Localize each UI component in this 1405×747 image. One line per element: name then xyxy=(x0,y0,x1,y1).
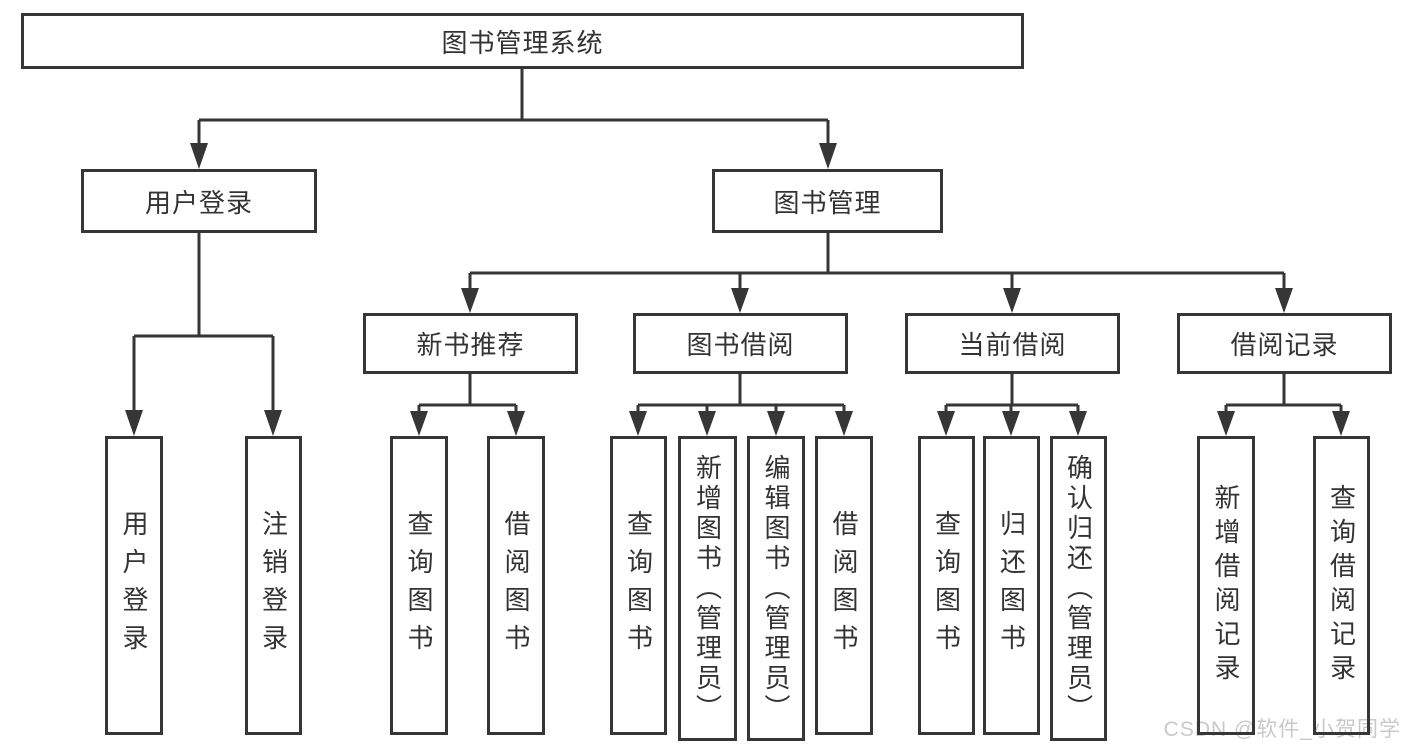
arrowhead xyxy=(264,410,282,436)
arrowhead xyxy=(190,143,208,169)
node-new-book-recommendation: 新书推荐 xyxy=(363,313,578,374)
leaf-borrow-books-recommend: 借阅图书 xyxy=(487,436,545,735)
leaf-query-books-recommend: 查询图书 xyxy=(390,436,448,735)
leaf-confirm-return-admin: 确认归还（管理员） xyxy=(1050,436,1107,741)
arrowhead xyxy=(835,411,853,436)
node-label: 新增图书（管理员） xyxy=(692,453,723,724)
node-label: 编辑图书（管理员） xyxy=(761,453,791,724)
arrowhead xyxy=(767,411,785,436)
arrowhead xyxy=(125,410,143,436)
connector-path xyxy=(132,69,1343,414)
leaf-add-book-admin: 新增图书（管理员） xyxy=(678,436,737,741)
node-user-login: 用户登录 xyxy=(81,169,317,233)
arrowhead xyxy=(461,288,479,313)
arrowhead xyxy=(698,411,716,436)
node-label: 用户登录 xyxy=(119,509,149,662)
node-current-borrowing: 当前借阅 xyxy=(905,313,1120,374)
leaf-edit-book-admin: 编辑图书（管理员） xyxy=(747,436,805,741)
arrowhead xyxy=(731,288,749,313)
arrowhead xyxy=(1003,288,1021,313)
arrowhead xyxy=(507,411,525,436)
node-label: 图书借阅 xyxy=(686,330,795,360)
leaf-logout: 注销登录 xyxy=(245,436,302,735)
node-label: 查询图书 xyxy=(931,509,962,662)
node-label: 注销登录 xyxy=(258,509,289,662)
leaf-add-borrow-record: 新增借阅记录 xyxy=(1197,436,1255,735)
node-label: 查询图书 xyxy=(404,509,434,662)
node-label: 当前借阅 xyxy=(958,330,1067,360)
leaf-borrow-books-borrowing: 借阅图书 xyxy=(815,436,873,735)
node-borrowing-records: 借阅记录 xyxy=(1177,313,1392,374)
node-label: 新增借阅记录 xyxy=(1211,483,1241,688)
arrowheads xyxy=(125,143,1350,436)
node-label: 借阅图书 xyxy=(501,509,531,662)
arrowhead xyxy=(1069,411,1087,436)
node-label: 确认归还（管理员） xyxy=(1063,453,1094,724)
arrowhead xyxy=(629,411,647,436)
leaf-query-books-borrowing: 查询图书 xyxy=(610,436,667,735)
arrowhead xyxy=(819,143,837,169)
node-label: 新书推荐 xyxy=(416,330,525,360)
arrowhead xyxy=(937,411,955,436)
node-label: 图书管理系统 xyxy=(441,27,604,58)
watermark-text: CSDN @软件_小贺同学 xyxy=(1163,718,1401,741)
leaf-user-login: 用户登录 xyxy=(105,436,163,735)
node-label: 借阅记录 xyxy=(1230,330,1339,360)
node-book-borrowing: 图书借阅 xyxy=(633,313,848,374)
node-label: 借阅图书 xyxy=(829,509,859,662)
node-label: 查询借阅记录 xyxy=(1326,483,1357,688)
arrowhead xyxy=(1002,411,1020,436)
arrowhead xyxy=(1332,411,1350,436)
arrowhead xyxy=(410,411,428,436)
leaf-query-borrow-record: 查询借阅记录 xyxy=(1313,436,1370,735)
node-label: 查询图书 xyxy=(623,509,654,662)
node-label: 图书管理 xyxy=(773,187,882,218)
leaf-query-books-current: 查询图书 xyxy=(918,436,975,735)
node-label: 用户登录 xyxy=(144,187,253,218)
arrowhead xyxy=(1275,288,1293,313)
node-label: 归还图书 xyxy=(996,509,1027,662)
arrowhead xyxy=(1217,411,1235,436)
node-library-management-system: 图书管理系统 xyxy=(21,13,1024,69)
node-book-management: 图书管理 xyxy=(712,169,943,233)
leaf-return-book: 归还图书 xyxy=(983,436,1040,735)
